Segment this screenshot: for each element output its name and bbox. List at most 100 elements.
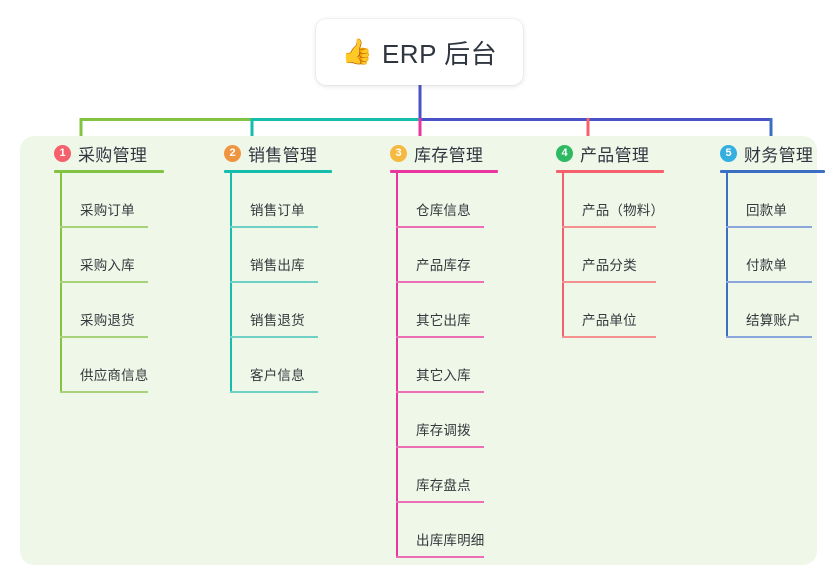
branch-item-underline: [396, 556, 484, 558]
branch-item[interactable]: 其它入库: [396, 338, 522, 393]
root-title-row: 👍 ERP 后台: [342, 34, 497, 71]
branch-underline: [390, 170, 498, 173]
branch-item[interactable]: 出库库明细: [396, 503, 522, 558]
branch-item[interactable]: 产品单位: [562, 283, 688, 338]
branch-spine: [396, 173, 398, 558]
branch-number-badge: 3: [390, 144, 407, 162]
branch-number-badge: 5: [720, 144, 737, 162]
branch-number-badge: 1: [54, 144, 71, 162]
branch-item-underline: [230, 226, 318, 228]
branch-item-label: 采购订单: [80, 203, 135, 218]
branch-item[interactable]: 采购退货: [60, 283, 186, 338]
branch-item[interactable]: 销售出库: [230, 228, 356, 283]
branch-item[interactable]: 产品（物料）: [562, 173, 688, 228]
branch-item-underline: [726, 226, 812, 228]
branch-item-label: 产品（物料）: [582, 203, 665, 218]
branch-item-list: 仓库信息产品库存其它出库其它入库库存调拨库存盘点出库库明细: [396, 173, 522, 558]
page-title: ERP 后台: [381, 38, 498, 69]
branch-spine: [230, 173, 232, 393]
diagram-panel: [20, 136, 817, 565]
thumbs-up-icon: 👍: [341, 37, 373, 66]
branch-column-2: 2 销售管理销售订单销售出库销售退货客户信息: [206, 136, 356, 393]
branch-header-4[interactable]: 4 产品管理: [538, 136, 688, 170]
branch-item-label: 销售订单: [250, 203, 305, 218]
branch-item[interactable]: 销售退货: [230, 283, 356, 338]
branch-item-list: 回款单付款单结算账户: [726, 173, 839, 338]
branch-item-underline: [726, 336, 812, 338]
branch-title: 库存管理: [414, 145, 484, 165]
branch-item-underline: [60, 391, 148, 393]
branch-item[interactable]: 供应商信息: [60, 338, 186, 393]
branch-item-label: 库存盘点: [416, 478, 471, 493]
branch-item-label: 仓库信息: [416, 203, 471, 218]
branch-item[interactable]: 付款单: [726, 228, 839, 283]
branch-item-underline: [396, 226, 484, 228]
branch-item-list: 采购订单采购入库采购退货供应商信息: [60, 173, 186, 393]
branch-number-badge: 2: [224, 144, 241, 162]
branch-item[interactable]: 销售订单: [230, 173, 356, 228]
branch-spine: [726, 173, 728, 338]
branch-item-list: 产品（物料） 产品分类产品单位: [562, 173, 688, 338]
branch-item-underline: [396, 391, 484, 393]
branch-item-underline: [396, 446, 484, 448]
branch-item-underline: [396, 501, 484, 503]
branch-item[interactable]: 结算账户: [726, 283, 839, 338]
branch-number-badge: 4: [556, 144, 573, 162]
branch-header-1[interactable]: 1 采购管理: [36, 136, 186, 170]
branch-item-label: 产品单位: [582, 313, 637, 328]
branch-title: 产品管理: [580, 145, 650, 165]
branch-header-3[interactable]: 3 库存管理: [372, 136, 522, 170]
branch-item[interactable]: 产品库存: [396, 228, 522, 283]
branch-item-underline: [562, 336, 656, 338]
branch-item-underline: [726, 281, 812, 283]
branch-item-label: 其它入库: [416, 368, 471, 383]
branch-item[interactable]: 回款单: [726, 173, 839, 228]
branch-underline: [556, 170, 664, 173]
branch-item[interactable]: 采购订单: [60, 173, 186, 228]
branch-item[interactable]: 采购入库: [60, 228, 186, 283]
branch-item-underline: [396, 336, 484, 338]
branch-item-label: 销售出库: [250, 258, 305, 273]
branch-title: 销售管理: [248, 145, 318, 165]
branch-item-underline: [60, 281, 148, 283]
branch-item-label: 其它出库: [416, 313, 471, 328]
branch-underline: [720, 170, 825, 173]
branch-item-underline: [60, 226, 148, 228]
branch-header-2[interactable]: 2 销售管理: [206, 136, 356, 170]
branch-item[interactable]: 其它出库: [396, 283, 522, 338]
branch-item-label: 付款单: [746, 258, 788, 273]
branch-column-3: 3 库存管理仓库信息产品库存其它出库其它入库库存调拨库存盘点出库库明细: [372, 136, 522, 558]
branch-item-list: 销售订单销售出库销售退货客户信息: [230, 173, 356, 393]
branch-item[interactable]: 产品分类: [562, 228, 688, 283]
branch-spine: [60, 173, 62, 393]
branch-item-label: 销售退货: [250, 313, 305, 328]
branch-item-underline: [562, 281, 656, 283]
branch-item[interactable]: 客户信息: [230, 338, 356, 393]
branch-item-underline: [396, 281, 484, 283]
branch-item[interactable]: 仓库信息: [396, 173, 522, 228]
branch-item-underline: [230, 281, 318, 283]
root-node-card[interactable]: 👍 ERP 后台: [316, 19, 523, 85]
branch-spine: [562, 173, 564, 338]
branch-title: 采购管理: [78, 145, 148, 165]
branch-columns: 1 采购管理采购订单采购入库采购退货供应商信息 2 销售管理销售订单销售出库销售退货客…: [0, 136, 839, 565]
branch-item[interactable]: 库存盘点: [396, 448, 522, 503]
branch-item-label: 出库库明细: [416, 533, 485, 548]
branch-item-underline: [230, 391, 318, 393]
branch-column-1: 1 采购管理采购订单采购入库采购退货供应商信息: [36, 136, 186, 393]
branch-item-label: 采购退货: [80, 313, 135, 328]
branch-item-label: 结算账户: [746, 313, 801, 328]
branch-item-underline: [230, 336, 318, 338]
branch-item-label: 客户信息: [250, 368, 305, 383]
branch-item-label: 库存调拨: [416, 423, 471, 438]
branch-item[interactable]: 库存调拨: [396, 393, 522, 448]
branch-item-underline: [60, 336, 148, 338]
branch-item-label: 产品库存: [416, 258, 471, 273]
branch-column-4: 4 产品管理产品（物料） 产品分类产品单位: [538, 136, 688, 338]
branch-item-label: 供应商信息: [80, 368, 149, 383]
branch-underline: [224, 170, 332, 173]
branch-item-underline: [562, 226, 656, 228]
branch-item-label: 回款单: [746, 203, 788, 218]
